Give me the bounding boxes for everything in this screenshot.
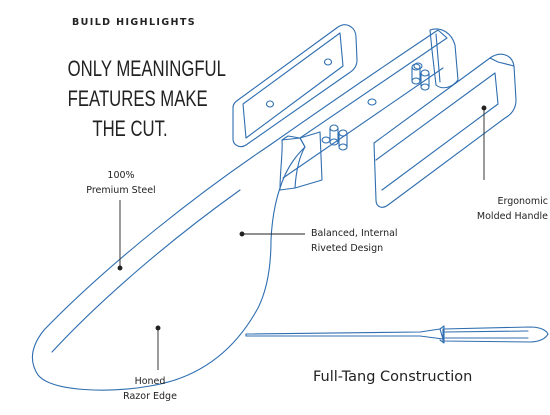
callout-molded-handle-line-1: Ergonomic [497, 196, 548, 207]
callout-razor-edge: Honed Razor Edge [110, 374, 190, 404]
section-kicker: BUILD HIGHLIGHTS [72, 17, 197, 28]
callout-premium-steel-line-1: 100% [107, 170, 135, 181]
leader-premium-steel [117, 200, 123, 271]
callout-molded-handle: Ergonomic Molded Handle [448, 194, 548, 224]
leader-riveted-design [239, 231, 305, 237]
headline-line-1: ONLY MEANINGFUL [67, 56, 226, 81]
headline-line-2: FEATURES MAKE [67, 86, 208, 111]
callout-molded-handle-line-2: Molded Handle [476, 211, 548, 222]
callout-riveted-design-line-1: Balanced, Internal [311, 228, 398, 239]
callout-riveted-design: Balanced, Internal Riveted Design [311, 226, 398, 256]
headline: ONLY MEANINGFUL FEATURES MAKE THE CUT. [67, 54, 226, 144]
knife-tang-cap [429, 28, 459, 89]
full-tang-profile [245, 325, 549, 344]
handle-scale-back [232, 24, 358, 148]
headline-line-3: THE CUT. [92, 116, 168, 141]
full-tang-caption: Full-Tang Construction [313, 369, 473, 385]
knife-blade [31, 29, 448, 391]
knife-bolster [279, 131, 323, 191]
leader-molded-handle [481, 105, 487, 180]
handle-scale-front [373, 53, 517, 208]
leader-razor-edge [155, 325, 161, 370]
callout-premium-steel: 100% Premium Steel [76, 168, 166, 198]
callout-premium-steel-line-2: Premium Steel [86, 185, 156, 196]
callout-razor-edge-line-1: Honed [134, 376, 166, 387]
callout-razor-edge-line-2: Razor Edge [123, 391, 177, 402]
callout-riveted-design-line-2: Riveted Design [311, 243, 384, 254]
rivet-pins [329, 63, 430, 151]
